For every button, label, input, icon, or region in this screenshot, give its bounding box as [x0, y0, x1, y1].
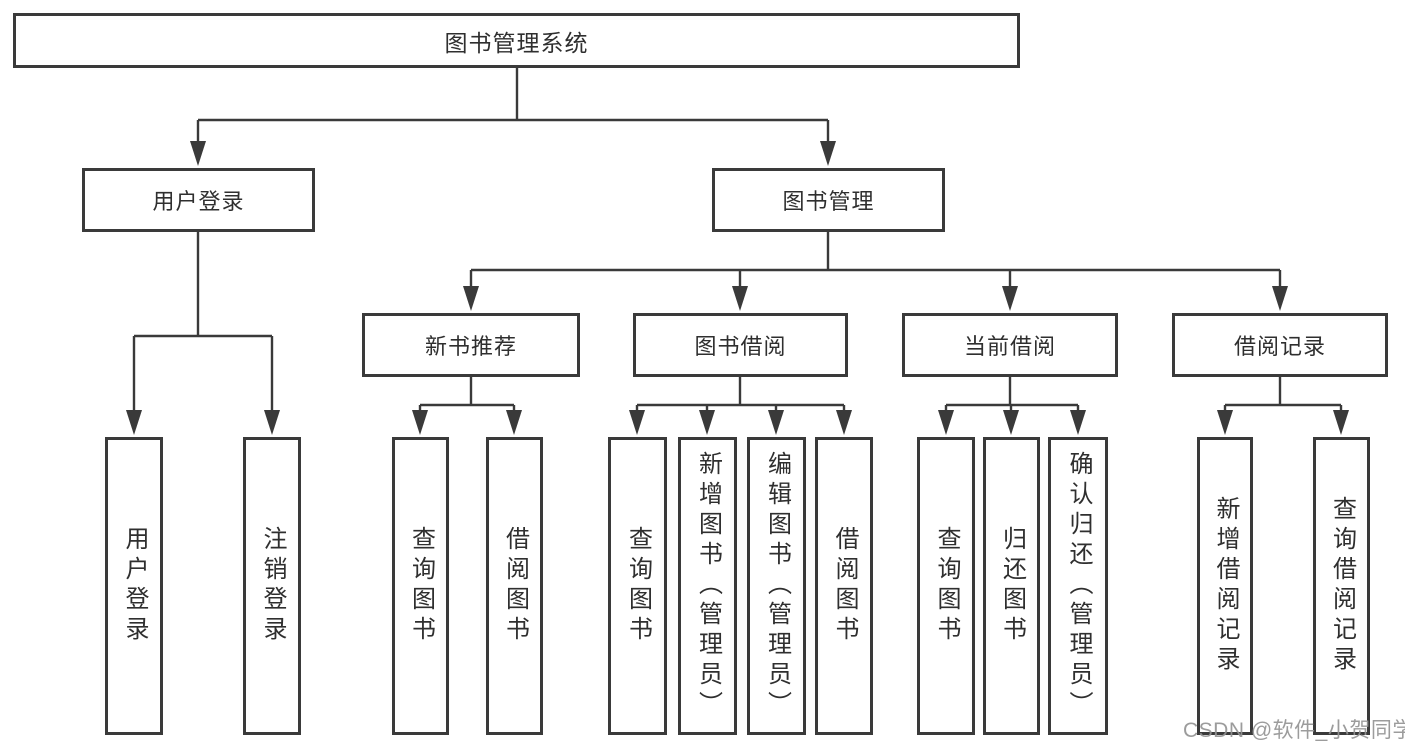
arrowhead-down-icon — [264, 410, 280, 435]
arrowhead-down-icon — [126, 410, 142, 435]
leaf-current-query-books: 查询图书 — [917, 437, 975, 735]
leaf-borrow-borrow-books: 借阅图书 — [815, 437, 873, 735]
arrowhead-down-icon — [1070, 410, 1086, 435]
leaf-borrow-edit-books-admin: 编辑图书（管理员） — [747, 437, 806, 735]
connector-new-book-recommend — [418, 377, 516, 413]
leaf-label: 查询图书 — [624, 526, 652, 646]
connector-borrowing-records — [1223, 377, 1343, 413]
connector-user-login — [132, 232, 274, 412]
leaf-label: 查询图书 — [407, 526, 435, 646]
node-label: 借阅记录 — [1233, 334, 1326, 359]
arrowhead-down-icon — [938, 410, 954, 435]
leaf-label: 查询图书 — [933, 526, 960, 646]
leaf-borrow-add-books-admin: 新增图书（管理员） — [678, 437, 737, 735]
connector-root — [196, 68, 830, 144]
leaf-label: 新增图书（管理员） — [694, 451, 722, 721]
leaf-newbook-query-books: 查询图书 — [392, 437, 449, 735]
node-current-borrowing: 当前借阅 — [902, 313, 1118, 377]
leaf-label: 注销登录 — [259, 526, 286, 646]
arrowhead-down-icon — [629, 410, 645, 435]
leaf-label: 用户登录 — [121, 526, 148, 646]
arrowhead-down-icon — [836, 410, 852, 435]
arrowhead-down-icon — [1272, 286, 1288, 311]
leaf-records-add-record: 新增借阅记录 — [1197, 437, 1253, 735]
arrowhead-down-icon — [1003, 410, 1019, 435]
node-label: 新书推荐 — [424, 334, 517, 359]
leaf-user-login: 用户登录 — [105, 437, 163, 735]
arrowhead-down-icon — [1333, 410, 1349, 435]
node-book-management: 图书管理 — [712, 168, 945, 232]
arrowhead-down-icon — [768, 410, 784, 435]
arrowhead-down-icon — [506, 410, 522, 435]
leaf-label: 查询借阅记录 — [1328, 496, 1356, 676]
leaf-newbook-borrow-books: 借阅图书 — [486, 437, 543, 735]
node-label: 图书借阅 — [694, 334, 787, 359]
arrowhead-down-icon — [463, 286, 479, 311]
leaf-records-query-record: 查询借阅记录 — [1313, 437, 1370, 735]
connector-current-borrowing — [944, 377, 1080, 413]
node-new-book-recommend: 新书推荐 — [362, 313, 580, 377]
node-borrowing-records: 借阅记录 — [1172, 313, 1388, 377]
arrowhead-down-icon — [699, 410, 715, 435]
leaf-label: 借阅图书 — [831, 526, 858, 646]
node-label: 图书管理 — [782, 189, 875, 214]
connector-book-management — [469, 232, 1282, 289]
arrowhead-down-icon — [732, 286, 748, 311]
node-user-login: 用户登录 — [82, 168, 315, 232]
node-label: 当前借阅 — [963, 334, 1056, 359]
node-label: 图书管理系统 — [444, 29, 589, 56]
leaf-current-confirm-return-admin: 确认归还（管理员） — [1048, 437, 1108, 735]
leaf-borrow-query-books: 查询图书 — [608, 437, 667, 735]
connector-book-borrowing — [635, 377, 846, 413]
leaf-current-return-books: 归还图书 — [983, 437, 1040, 735]
arrowhead-down-icon — [820, 141, 836, 166]
leaf-label: 新增借阅记录 — [1212, 496, 1239, 676]
csdn-watermark: CSDN @软件_小贺同学 — [1183, 719, 1405, 742]
node-label: 用户登录 — [152, 189, 245, 214]
arrowhead-down-icon — [412, 410, 428, 435]
leaf-label: 借阅图书 — [501, 526, 529, 646]
leaf-label: 确认归还（管理员） — [1065, 451, 1092, 721]
node-book-borrowing: 图书借阅 — [633, 313, 848, 377]
leaf-label: 编辑图书（管理员） — [763, 451, 791, 721]
arrowhead-down-icon — [190, 141, 206, 166]
leaf-label: 归还图书 — [998, 526, 1026, 646]
node-root: 图书管理系统 — [13, 13, 1020, 68]
leaf-logout: 注销登录 — [243, 437, 301, 735]
arrowhead-down-icon — [1217, 410, 1233, 435]
arrowhead-down-icon — [1002, 286, 1018, 311]
